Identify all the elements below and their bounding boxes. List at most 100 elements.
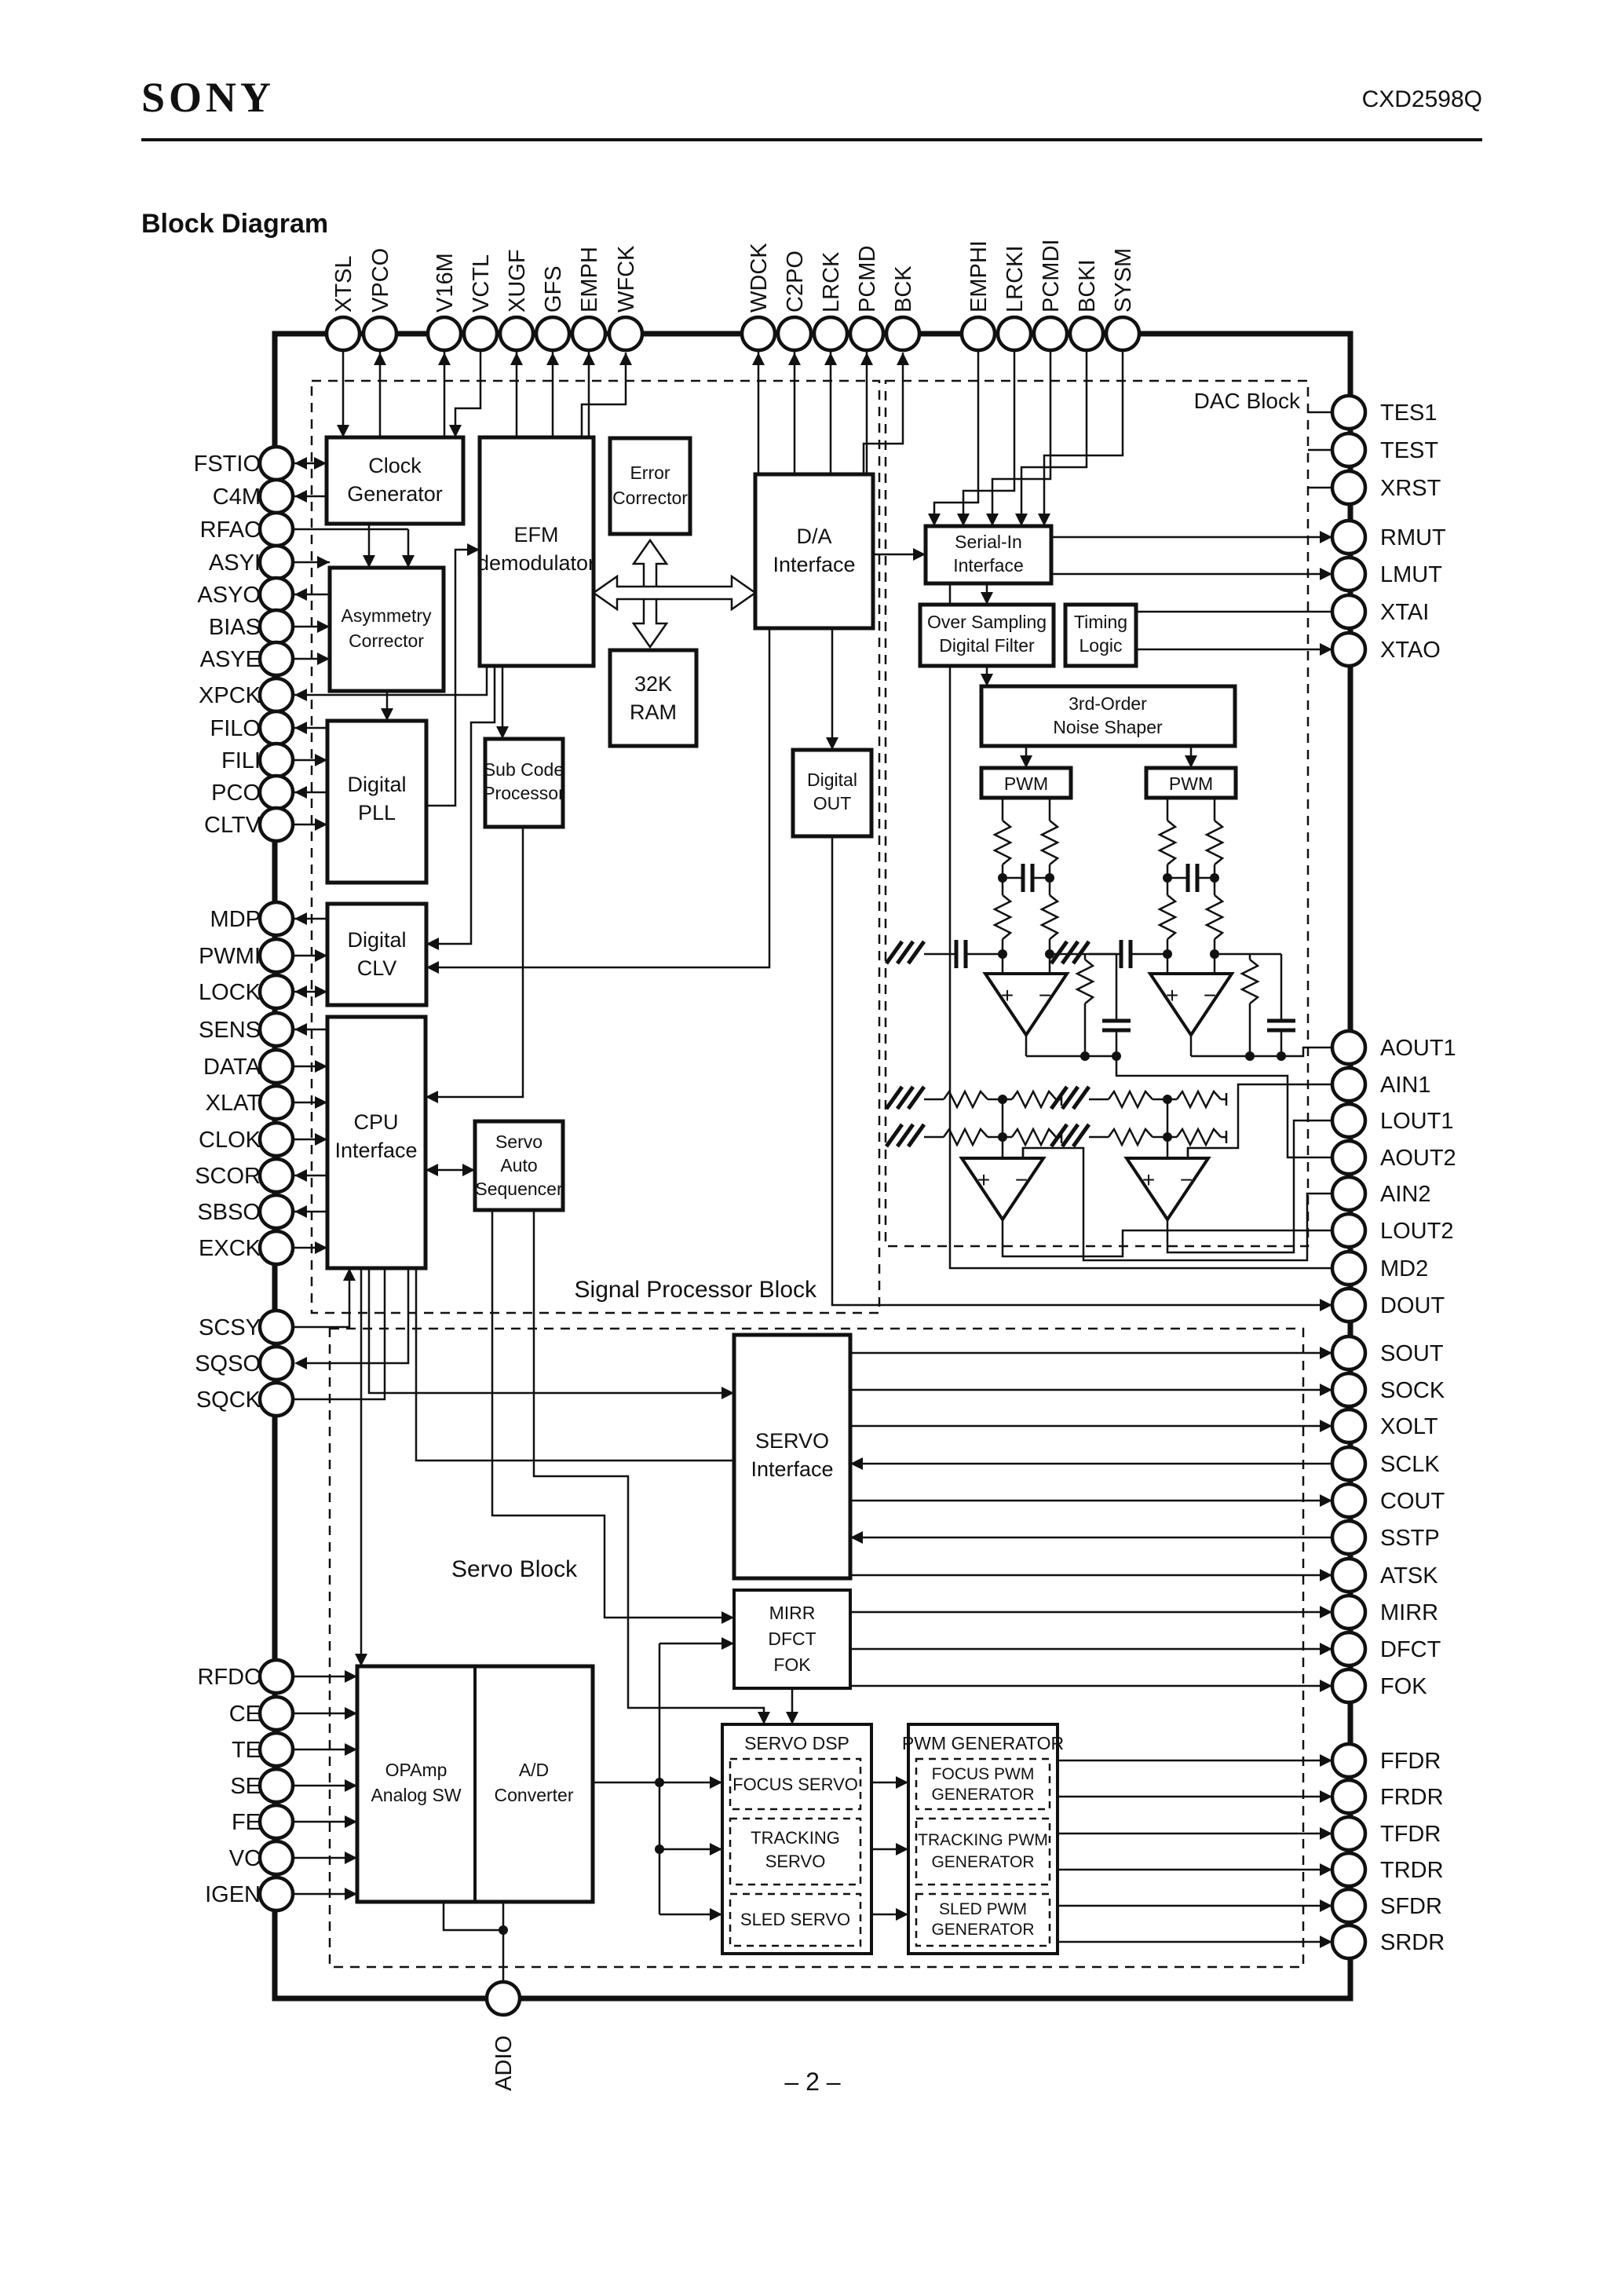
pin-label: WDCK	[747, 243, 772, 313]
svg-text:FOCUS SERVO: FOCUS SERVO	[732, 1775, 858, 1794]
pin-dout	[1330, 1286, 1368, 1324]
pin-bias	[258, 608, 295, 645]
pin-label: AIN1	[1380, 1073, 1430, 1098]
pin-arrowhead	[1320, 1420, 1332, 1432]
pin-pwmi	[258, 937, 295, 974]
pin-arrowhead	[315, 1060, 327, 1073]
svg-text:OUT: OUT	[813, 793, 852, 813]
pin-wdck	[740, 315, 777, 353]
pin-filo	[258, 709, 295, 747]
pin-lout2	[1330, 1212, 1368, 1249]
pin-arrowhead	[294, 1169, 307, 1182]
pin-arrowhead	[345, 1743, 357, 1756]
opamp-stage2	[959, 1157, 1047, 1223]
pin-label: ATSK	[1380, 1563, 1438, 1589]
pin-label: SFDR	[1380, 1894, 1442, 1919]
svg-text:Error: Error	[630, 462, 670, 483]
pin-tfdr	[1330, 1815, 1368, 1852]
pin-gfs	[534, 315, 572, 353]
block-timing-logic: Timing Logic	[1063, 602, 1138, 668]
pin-xtai	[1330, 593, 1368, 631]
pin-vpco	[361, 315, 399, 353]
block-digital-clv: Digital CLV	[325, 901, 429, 1007]
svg-text:Generator: Generator	[347, 482, 443, 506]
pin-arrowhead	[317, 620, 330, 633]
svg-text:Serial-In: Serial-In	[955, 532, 1022, 552]
pin-label: XTSL	[331, 255, 356, 313]
dac-block-region: DAC Block	[884, 379, 1310, 1248]
servo-block-region: Servo Block	[328, 1327, 1305, 1969]
svg-text:Logic: Logic	[1080, 635, 1123, 656]
pin-frdr	[1330, 1778, 1368, 1815]
pin-arrowhead	[314, 457, 327, 470]
pin-sqso	[258, 1344, 295, 1382]
part-number: CXD2598Q	[1362, 86, 1482, 112]
pin-label: VCTL	[469, 254, 494, 313]
pin-xolt	[1330, 1407, 1368, 1445]
svg-text:MIRR: MIRR	[769, 1603, 816, 1623]
pin-label: CLTV	[204, 813, 261, 838]
block-pwm-generator: PWM GENERATOR FOCUS PWM GENERATOR TRACKI…	[902, 1723, 1064, 1955]
pin-arrowhead	[752, 353, 765, 365]
block-serial-in-interface: Serial-In Interface	[923, 524, 1054, 586]
pin-arrowhead	[1320, 643, 1332, 656]
pin-label: SRDR	[1380, 1930, 1445, 1955]
pin-label: CLOK	[199, 1128, 261, 1153]
pin-sbso	[258, 1193, 295, 1230]
pin-arrowhead	[546, 353, 559, 365]
block-efm-demodulator: EFM demodulator	[477, 435, 596, 668]
pin-arrowhead	[345, 1779, 357, 1792]
svg-text:SERVO: SERVO	[755, 1429, 829, 1453]
pin-label: XPCK	[199, 683, 261, 708]
pin-rfdc	[258, 1658, 295, 1695]
pin-label: FILO	[210, 716, 261, 741]
pin-vctl	[462, 315, 499, 353]
pin-label: XOLT	[1380, 1414, 1438, 1439]
block-32k-ram: 32K RAM	[608, 648, 699, 748]
block-digital-pll: Digital PLL	[325, 718, 429, 885]
pin-arrowhead	[1320, 1347, 1332, 1359]
pin-arrowhead	[824, 353, 837, 365]
pin-label: GFS	[541, 265, 566, 313]
pin-atsk	[1330, 1556, 1368, 1594]
block-pwm-left: PWM	[979, 766, 1073, 800]
svg-text:FOCUS PWM: FOCUS PWM	[932, 1765, 1035, 1783]
signal-processor-region-label: Signal Processor Block	[575, 1277, 817, 1303]
pin-label: RMUT	[1380, 525, 1446, 550]
pin-arrowhead	[294, 912, 307, 925]
pin-dfct	[1330, 1630, 1368, 1668]
pin-arrowhead	[317, 556, 330, 569]
block-oversampling-digital-filter: Over Sampling Digital Filter	[918, 602, 1056, 668]
pin-exck	[258, 1229, 295, 1267]
svg-text:32K: 32K	[634, 672, 672, 696]
pin-label: SCLK	[1380, 1452, 1440, 1477]
servo-block-region-label: Servo Block	[451, 1556, 578, 1582]
svg-text:GENERATOR: GENERATOR	[931, 1921, 1034, 1939]
pin-label: ASYI	[209, 550, 261, 576]
brand-logo: SONY	[141, 74, 275, 121]
block-error-corrector: Error Corrector	[608, 436, 692, 536]
pin-asyo	[258, 576, 295, 613]
pin-arrowhead	[315, 1096, 327, 1109]
pin-label: VPCO	[368, 248, 393, 313]
pin-arrowhead	[788, 353, 801, 365]
pin-sclk	[1330, 1445, 1368, 1483]
svg-text:Digital Filter: Digital Filter	[939, 635, 1035, 656]
svg-text:Corrector: Corrector	[349, 631, 424, 651]
pin-label: DOUT	[1380, 1293, 1445, 1318]
opamp-plus-label: +	[977, 1168, 990, 1192]
pin-label: PCMDI	[1039, 239, 1064, 313]
pin-arrowhead	[1320, 1606, 1332, 1618]
pin-arrowhead	[583, 353, 595, 365]
pin-label: SOUT	[1380, 1341, 1444, 1366]
pin-cout	[1330, 1482, 1368, 1519]
pin-label: C4M	[213, 484, 261, 510]
pin-label: EMPHI	[966, 240, 992, 313]
pin-arrowhead	[294, 1205, 307, 1218]
pin-label: FRDR	[1380, 1785, 1444, 1810]
pin-arrowhead	[317, 653, 330, 665]
block-servo-interface: SERVO Interface	[732, 1333, 853, 1581]
pin-arrowhead	[294, 786, 307, 799]
svg-text:SERVO: SERVO	[765, 1852, 826, 1871]
